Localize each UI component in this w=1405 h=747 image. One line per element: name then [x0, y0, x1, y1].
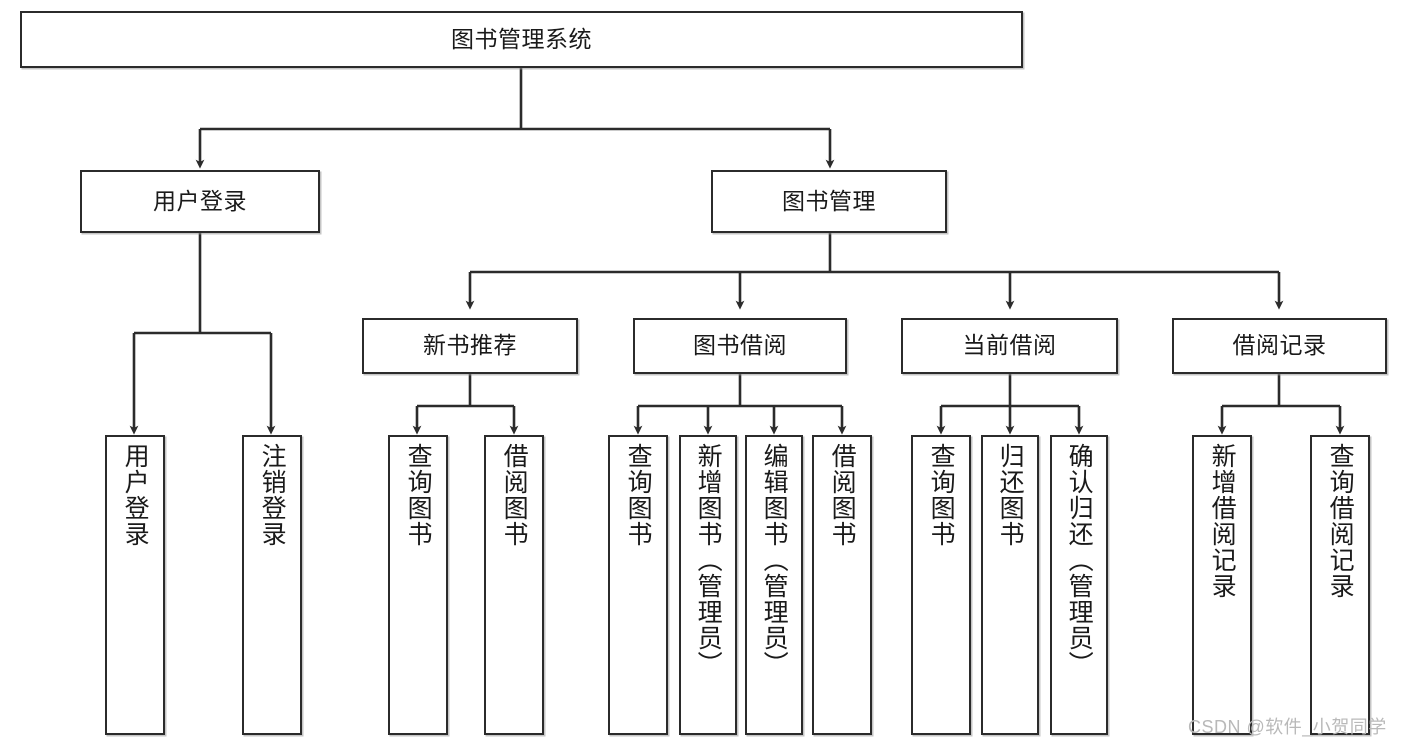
node-user-login[interactable]: 用户登录: [80, 170, 320, 233]
node-borrow-record[interactable]: 借阅记录: [1172, 318, 1387, 374]
node-current-borrow[interactable]: 当前借阅: [901, 318, 1118, 374]
node-label: 查询图书: [404, 443, 433, 547]
node-label: 查询借阅记录: [1326, 443, 1355, 599]
node-label: 新书推荐: [423, 332, 517, 359]
leaf-current-query-book[interactable]: 查询图书: [911, 435, 971, 735]
leaf-record-query-record[interactable]: 查询借阅记录: [1310, 435, 1370, 735]
node-label: 图书管理系统: [451, 25, 592, 52]
node-book-management[interactable]: 图书管理: [711, 170, 947, 233]
leaf-newbook-borrow-book[interactable]: 借阅图书: [484, 435, 544, 735]
watermark: CSDN @软件_小贺同学: [1188, 717, 1387, 737]
node-label: 新增图书（管理员）: [694, 443, 723, 677]
node-root[interactable]: 图书管理系统: [20, 11, 1023, 68]
node-label: 查询图书: [927, 443, 956, 547]
node-label: 归还图书: [996, 443, 1025, 547]
node-label: 确认归还（管理员）: [1065, 443, 1094, 677]
leaf-borrow-query-book[interactable]: 查询图书: [608, 435, 668, 735]
node-label: 用户登录: [153, 187, 247, 214]
leaf-user-login[interactable]: 用户登录: [105, 435, 165, 735]
leaf-borrow-borrow-book[interactable]: 借阅图书: [812, 435, 872, 735]
node-label: 借阅图书: [500, 443, 529, 547]
node-book-borrow[interactable]: 图书借阅: [633, 318, 847, 374]
leaf-borrow-edit-book[interactable]: 编辑图书（管理员）: [745, 435, 803, 735]
node-label: 当前借阅: [962, 332, 1057, 359]
leaf-current-return-book[interactable]: 归还图书: [981, 435, 1039, 735]
node-label: 用户登录: [121, 443, 150, 547]
leaf-current-confirm-return[interactable]: 确认归还（管理员）: [1050, 435, 1108, 735]
leaf-newbook-query-book[interactable]: 查询图书: [388, 435, 448, 735]
leaf-logout[interactable]: 注销登录: [242, 435, 302, 735]
node-label: 新增借阅记录: [1208, 443, 1237, 599]
node-label: 借阅记录: [1232, 332, 1327, 359]
leaf-record-add-record[interactable]: 新增借阅记录: [1192, 435, 1252, 735]
node-label: 注销登录: [258, 443, 287, 547]
node-label: 编辑图书（管理员）: [760, 443, 789, 677]
node-new-book-recommend[interactable]: 新书推荐: [362, 318, 578, 374]
node-label: 借阅图书: [828, 443, 857, 547]
leaf-borrow-add-book[interactable]: 新增图书（管理员）: [679, 435, 737, 735]
node-label: 图书管理: [782, 187, 876, 214]
node-label: 图书借阅: [693, 332, 787, 359]
node-label: 查询图书: [624, 443, 653, 547]
